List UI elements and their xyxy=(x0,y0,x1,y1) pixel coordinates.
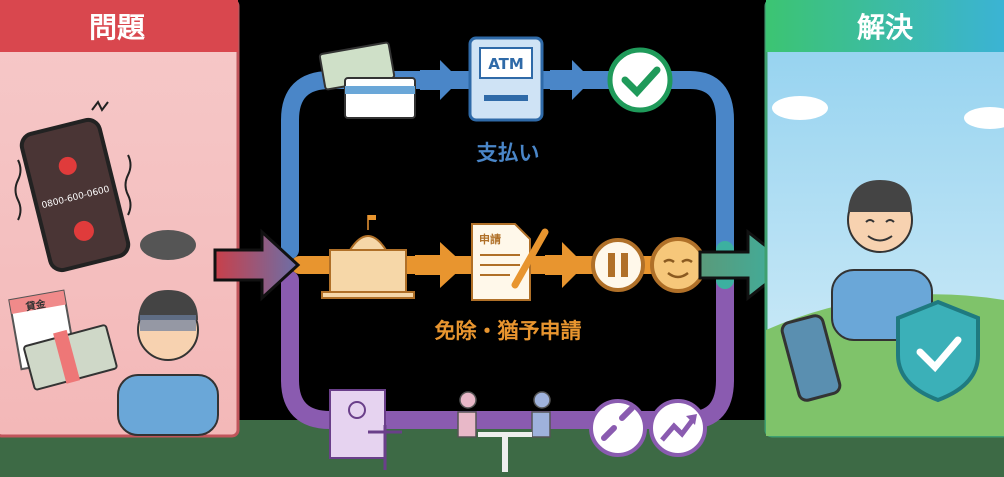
problem-header xyxy=(0,0,238,52)
cloud xyxy=(772,96,828,120)
form-label: 申請 xyxy=(479,232,501,246)
relieved-face-icon xyxy=(650,237,706,293)
pen-icon xyxy=(511,228,549,289)
legal-route-line xyxy=(281,271,734,429)
legal-route xyxy=(329,389,707,472)
upward-trend-icon xyxy=(649,399,707,457)
cash-and-card-icon xyxy=(318,41,416,119)
application-form-icon: 申請 xyxy=(471,223,549,301)
negotiation-meeting-icon xyxy=(457,391,551,472)
certificate-and-scales-icon xyxy=(329,389,402,470)
worried-cloud-icon xyxy=(140,230,196,260)
smartphone-icon xyxy=(780,314,842,402)
cloud xyxy=(964,107,1004,129)
vibration-lines xyxy=(14,100,132,221)
payment-route: ATM 支払い xyxy=(318,36,673,165)
ringing-phone-icon: 0800-600-0600 xyxy=(19,117,131,273)
exemption-route: 申請 免除・猶予申請 xyxy=(321,215,706,343)
security-shield-icon xyxy=(896,299,980,403)
entry-arrow xyxy=(213,228,301,302)
arrow-icon xyxy=(550,60,592,100)
arrow-icon xyxy=(545,242,585,288)
exemption-label: 免除・猶予申請 xyxy=(435,319,582,343)
solution-header xyxy=(766,0,1004,52)
solution-panel: 解決 xyxy=(764,0,1004,438)
checkmark-icon xyxy=(607,47,673,113)
payment-label: 支払い xyxy=(477,141,540,165)
atm-icon: ATM xyxy=(468,36,544,122)
solution-title: 解決 xyxy=(857,11,914,44)
bill-and-cash-icon: 貸金 xyxy=(8,289,118,391)
government-building-icon xyxy=(321,215,415,299)
broken-chain-icon xyxy=(589,399,647,457)
pause-icon xyxy=(591,238,645,292)
arrow-icon xyxy=(420,60,460,100)
problem-title: 問題 xyxy=(89,11,146,44)
worried-person xyxy=(117,290,219,436)
bill-label: 貸金 xyxy=(24,297,48,314)
arrow-icon xyxy=(415,242,465,288)
atm-label: ATM xyxy=(488,55,524,73)
problem-panel: 問題 0800-600-0600 貸金 xyxy=(0,0,240,438)
